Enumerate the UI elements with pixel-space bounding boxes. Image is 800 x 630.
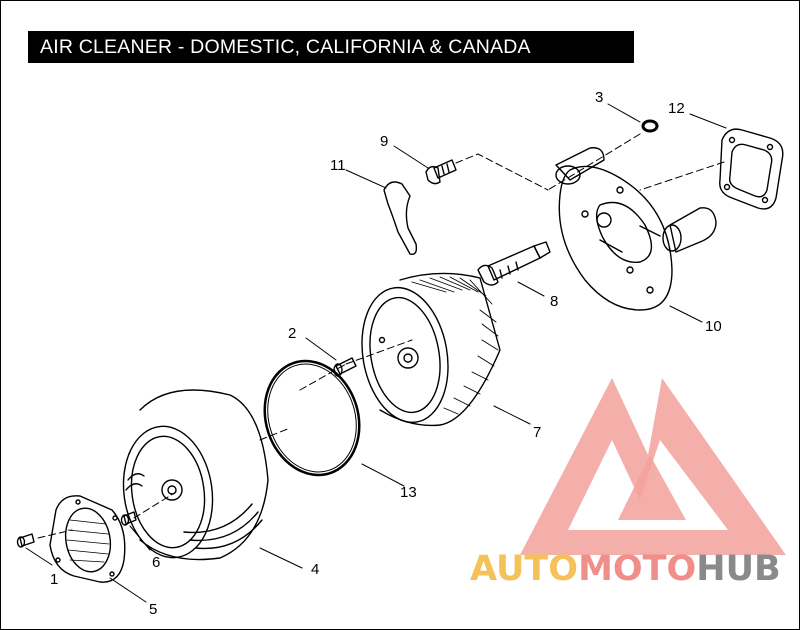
part-8-breather-bolt bbox=[477, 241, 551, 286]
leader-5 bbox=[109, 577, 147, 603]
callout-7: 7 bbox=[533, 424, 541, 441]
part-13-seal-ring bbox=[263, 359, 361, 477]
leader-9 bbox=[393, 145, 429, 169]
part-10-backplate bbox=[555, 147, 717, 311]
callout-5: 5 bbox=[149, 601, 157, 618]
leader-2 bbox=[305, 337, 337, 361]
watermark-logo bbox=[520, 378, 786, 555]
leader-11 bbox=[345, 169, 387, 189]
leader-10 bbox=[669, 305, 703, 323]
callout-8: 8 bbox=[550, 293, 558, 310]
leader-12 bbox=[689, 113, 727, 129]
leader-4 bbox=[259, 547, 303, 569]
leader-8 bbox=[517, 281, 545, 297]
callout-13: 13 bbox=[400, 484, 417, 501]
watermark-hub: HUB bbox=[696, 549, 780, 589]
callout-9: 9 bbox=[380, 133, 388, 150]
watermark-text: AUTOMOTOHUB bbox=[470, 549, 781, 589]
part-9-bolt bbox=[425, 159, 457, 185]
part-3-o-ring bbox=[641, 119, 659, 133]
callout-12: 12 bbox=[668, 100, 685, 117]
leader-7 bbox=[493, 405, 531, 425]
part-12-gasket bbox=[719, 128, 784, 210]
part-4-cover bbox=[122, 389, 269, 561]
leader-13 bbox=[361, 463, 405, 487]
leader-1 bbox=[25, 547, 53, 566]
callout-11: 11 bbox=[330, 157, 346, 174]
leader-3 bbox=[607, 103, 641, 123]
callout-1: 1 bbox=[50, 571, 58, 588]
callout-3: 3 bbox=[595, 89, 603, 106]
part-11-bracket bbox=[383, 181, 418, 255]
callout-2: 2 bbox=[288, 325, 296, 342]
diagram-title: AIR CLEANER - DOMESTIC, CALIFORNIA & CAN… bbox=[28, 31, 634, 63]
callout-4: 4 bbox=[311, 561, 319, 578]
part-6-screw bbox=[120, 511, 137, 526]
alignment-lines bbox=[37, 133, 725, 539]
callout-10: 10 bbox=[705, 318, 722, 335]
leader-lines bbox=[25, 103, 727, 603]
part-5-trim-plate bbox=[49, 495, 126, 583]
part-1-screw bbox=[16, 533, 35, 548]
watermark-hook bbox=[618, 455, 686, 520]
watermark-moto: MOTO bbox=[578, 549, 696, 589]
part-7-filter-element bbox=[361, 272, 501, 427]
leader-6 bbox=[129, 525, 151, 551]
callout-6: 6 bbox=[152, 554, 160, 571]
watermark-auto: AUTO bbox=[470, 549, 578, 589]
